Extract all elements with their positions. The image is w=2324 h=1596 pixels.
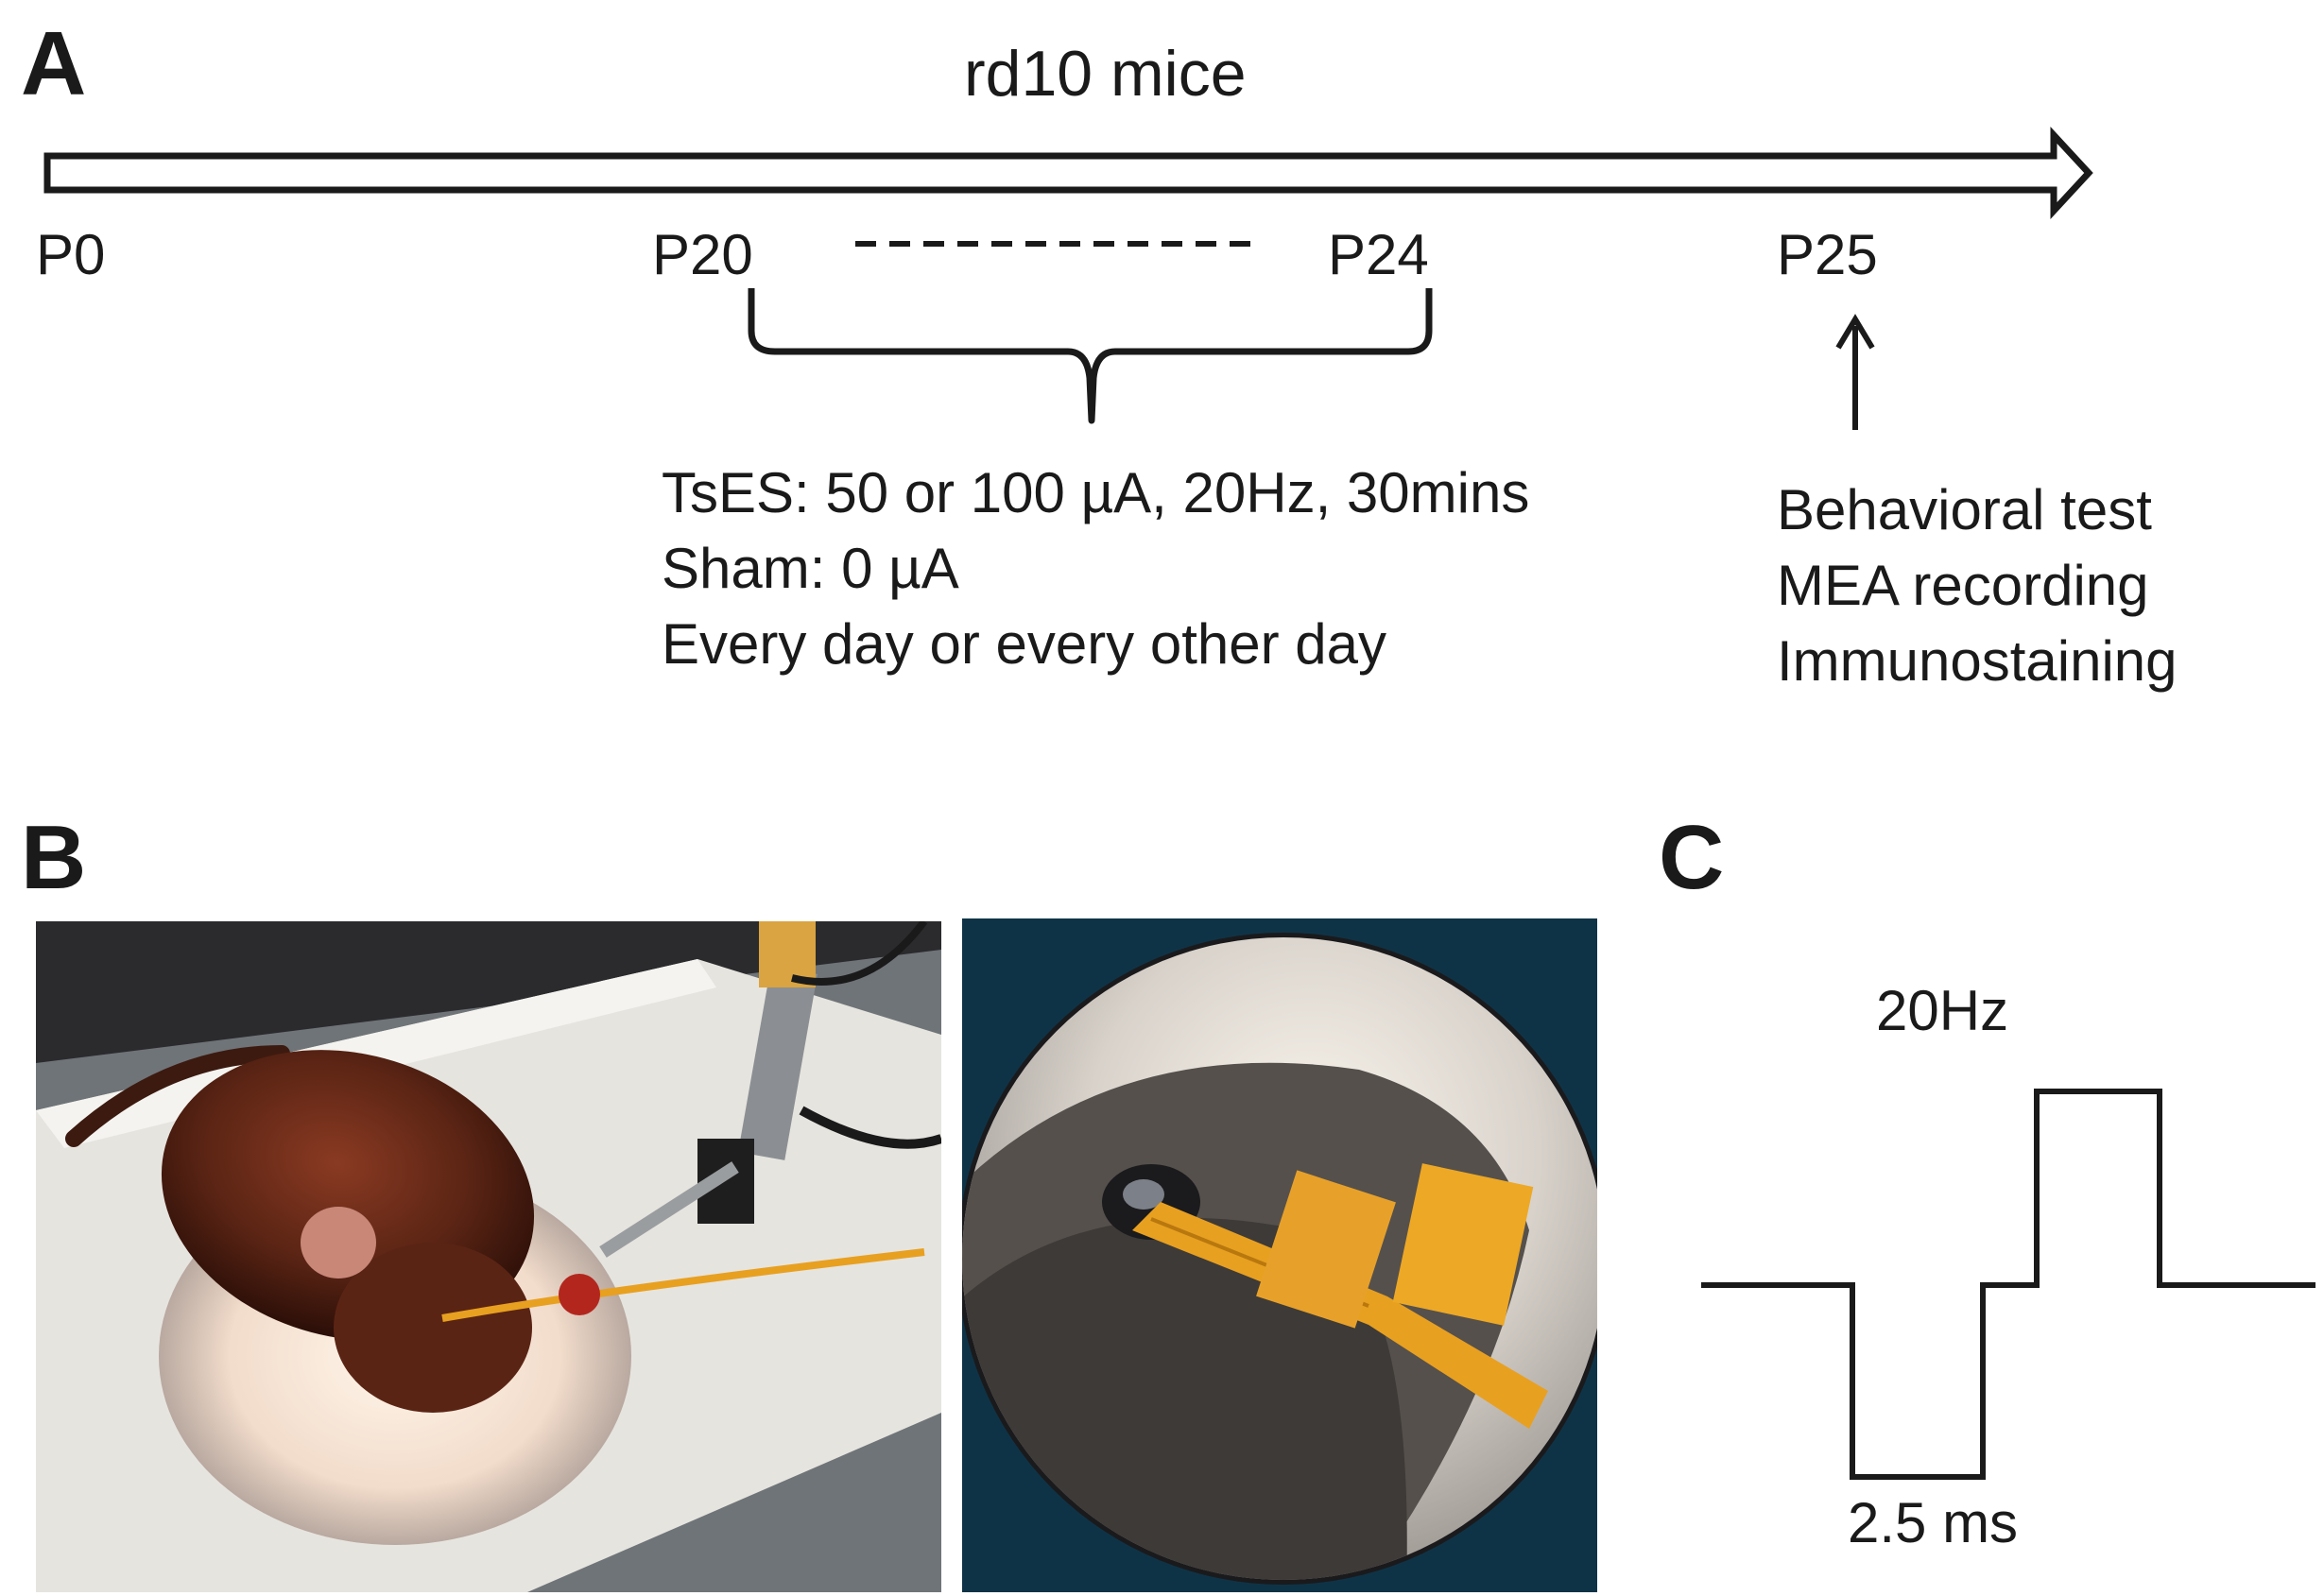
timeline-arrow [43, 127, 2093, 219]
frequency-label: 20Hz [1876, 979, 2009, 1042]
timepoint-p0: P0 [36, 223, 106, 286]
outcome-line: Immunostaining [1777, 629, 2178, 693]
panel-b-letter: B [21, 807, 87, 908]
photo-mouse-setup [36, 921, 941, 1592]
outcome-arrow-head [1835, 314, 1875, 350]
pulse-width-label: 2.5 ms [1848, 1491, 2019, 1554]
treatment-line: TsES: 50 or 100 µA, 20Hz, 30mins [662, 461, 1530, 524]
panel-c-letter: C [1659, 807, 1725, 908]
timepoint-p24: P24 [1328, 223, 1429, 286]
timeline-title: rd10 mice [964, 38, 1247, 110]
outcome-list: Behavioral test MEA recording Immunostai… [1777, 472, 2178, 699]
mouse-ear [301, 1207, 376, 1279]
treatment-line: Every day or every other day [662, 612, 1387, 676]
treatment-description: TsES: 50 or 100 µA, 20Hz, 30mins Sham: 0… [662, 455, 1529, 682]
outcome-line: MEA recording [1777, 554, 2149, 617]
outcome-line: Behavioral test [1777, 478, 2152, 541]
treatment-bracket [748, 288, 1433, 424]
electrode-connector [559, 1274, 600, 1315]
timepoint-p20: P20 [652, 223, 753, 286]
panel-a-letter: A [21, 13, 87, 114]
photo-eye-electrode [962, 918, 1597, 1592]
pulse-waveform [1701, 1089, 2315, 1480]
electrode-strip [1132, 1202, 1548, 1429]
alligator-clip [738, 966, 818, 1160]
mouse-head [334, 1243, 532, 1413]
timepoint-p25: P25 [1777, 223, 1878, 286]
treatment-line: Sham: 0 µA [662, 537, 959, 600]
electrode-lead [441, 1248, 925, 1322]
